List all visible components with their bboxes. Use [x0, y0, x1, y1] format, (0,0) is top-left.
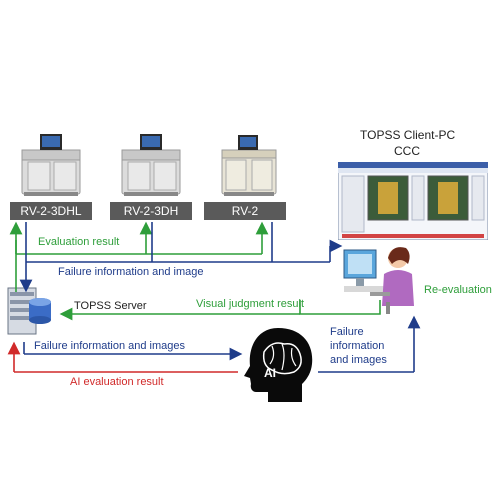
client-title-line2: CCC: [394, 144, 420, 158]
label-failure-line2: information: [330, 340, 385, 352]
machine-label-rv-2-3dh: RV-2-3DH: [110, 202, 192, 220]
machine-rv-2-3dh: [116, 132, 186, 198]
ai-label: AI: [264, 366, 276, 380]
ai-head-icon: [242, 326, 316, 404]
inspection-machine-icon: [21, 134, 81, 196]
inspection-machine-icon: [221, 135, 277, 196]
machine-rv-2-3dhl: [16, 132, 86, 198]
machine-label-rv-2-3dhl: RV-2-3DHL: [10, 202, 92, 220]
operator-illustration: [340, 244, 422, 314]
server-label: TOPSS Server: [74, 300, 147, 312]
label-ai-evaluation-result: AI evaluation result: [70, 376, 164, 388]
label-failure-line3: and images: [330, 354, 387, 366]
inspection-machine-icon: [121, 134, 181, 196]
machine-rv-2: [218, 132, 280, 198]
client-screen-image: [337, 161, 489, 241]
machine-label-rv-2: RV-2: [204, 202, 286, 220]
client-title-line1: TOPSS Client-PC: [360, 128, 456, 142]
label-visual-judgment-result: Visual judgment result: [196, 298, 305, 310]
label-evaluation-result: Evaluation result: [38, 236, 120, 248]
label-failure-info-image: Failure information and image: [58, 266, 204, 278]
label-failure-line1: Failure: [330, 326, 364, 338]
label-failure-info-images: Failure information and images: [34, 340, 186, 352]
label-re-evaluation: Re-evaluation: [424, 284, 492, 296]
